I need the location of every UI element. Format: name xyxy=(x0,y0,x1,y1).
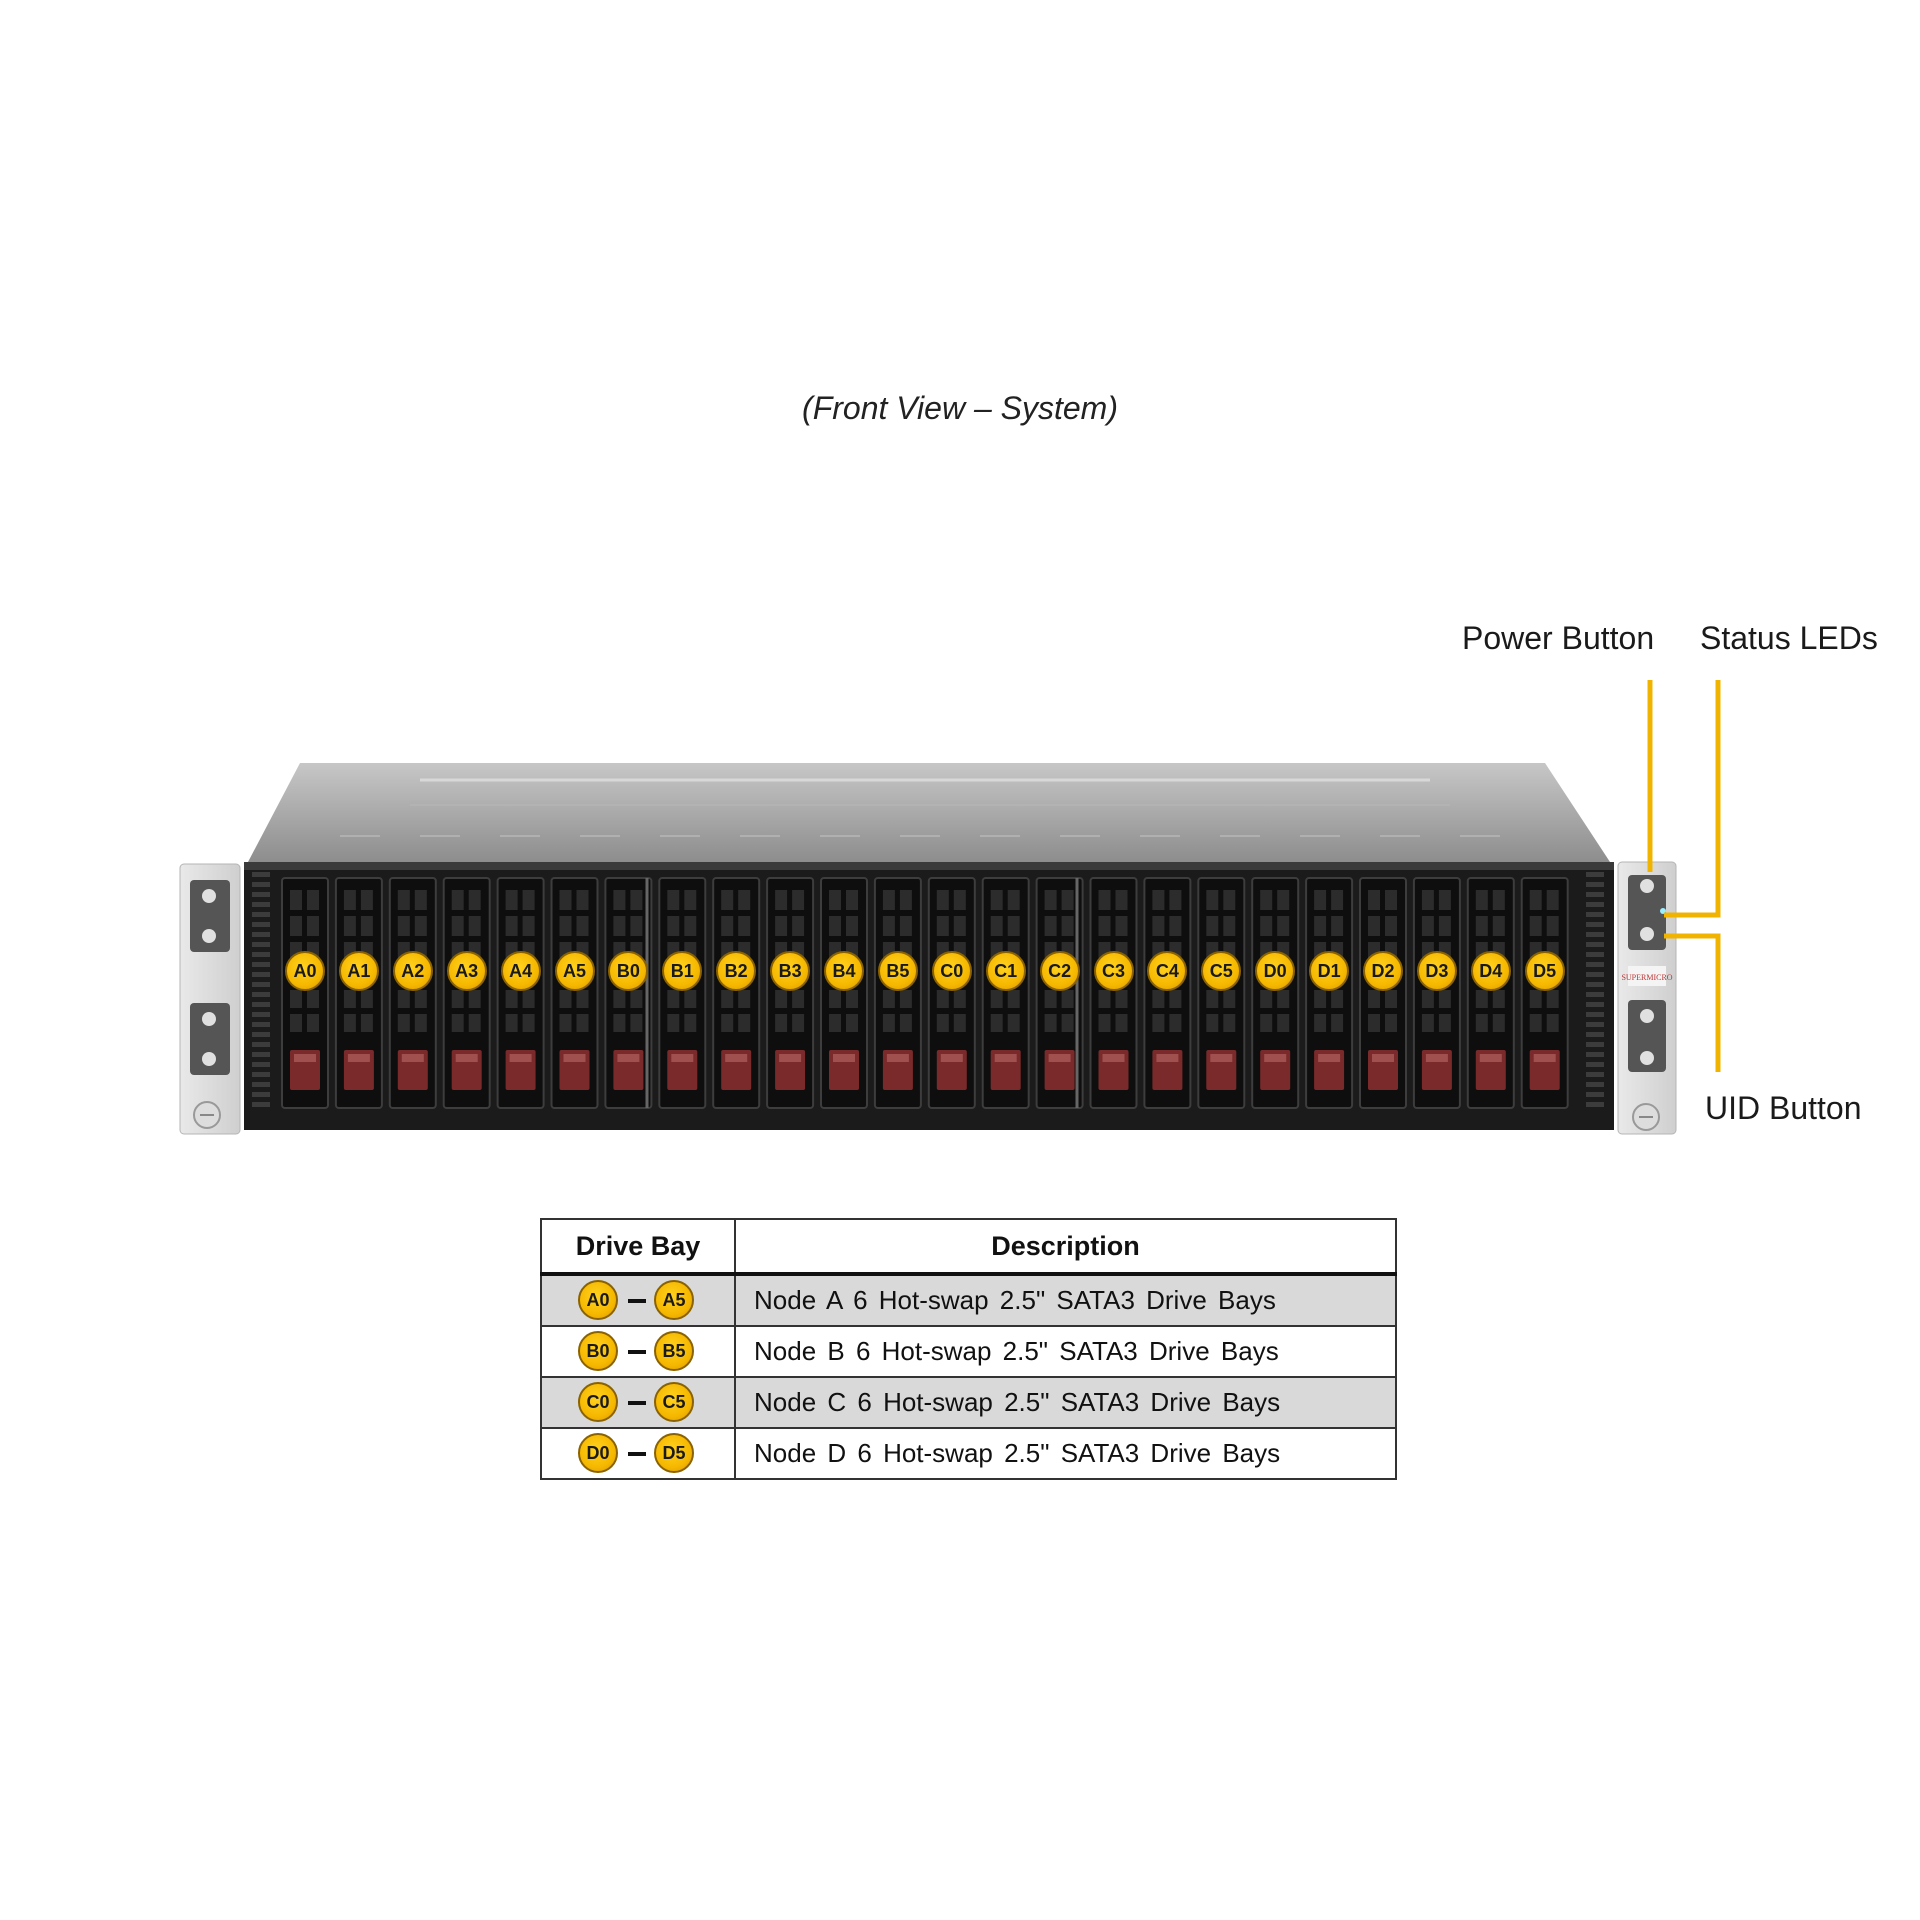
drive-carrier[interactable] xyxy=(442,877,491,1109)
header-drive-bay: Drive Bay xyxy=(540,1218,736,1276)
bay-label-d1: D1 xyxy=(1309,951,1350,991)
drive-carrier[interactable] xyxy=(1089,877,1138,1109)
drive-carrier[interactable] xyxy=(281,877,329,1109)
bay-range: B0 B5 xyxy=(542,1327,732,1376)
uid-button-line xyxy=(1664,933,1721,1072)
callout-lines xyxy=(1647,680,1721,1072)
drive-carrier[interactable] xyxy=(1412,877,1461,1109)
bay-label-c2: C2 xyxy=(1039,951,1080,991)
drive-carrier[interactable] xyxy=(388,877,437,1109)
bay-label-b2: B2 xyxy=(716,951,757,991)
bay-label-d2: D2 xyxy=(1363,951,1403,991)
drive-carrier[interactable] xyxy=(820,877,868,1109)
bay-badge: C0 xyxy=(578,1382,618,1422)
bay-badge: A0 xyxy=(578,1280,618,1320)
drive-carrier[interactable] xyxy=(1251,877,1300,1109)
bay-label-b5: B5 xyxy=(877,951,918,991)
table-row: B0 B5 Node B 6 Hot-swap 2.5" SATA3 Drive… xyxy=(540,1325,1397,1378)
drive-carrier[interactable] xyxy=(604,877,653,1109)
bay-label-a5: A5 xyxy=(554,951,595,991)
drive-carrier[interactable] xyxy=(1143,877,1192,1109)
bay-label-b4: B4 xyxy=(824,951,864,991)
bay-badge: D0 xyxy=(578,1433,618,1473)
drive-carrier[interactable] xyxy=(1305,877,1354,1109)
drive-carrier[interactable] xyxy=(658,877,707,1109)
bay-badge: C5 xyxy=(654,1382,694,1422)
drive-carrier[interactable] xyxy=(873,877,922,1109)
status-leds-line xyxy=(1664,680,1721,918)
left-vent xyxy=(252,872,270,1107)
drive-carrier[interactable] xyxy=(1359,877,1407,1109)
right-rack-ear: SUPERMICRO xyxy=(1617,861,1677,1135)
power-button-callout: Power Button xyxy=(1462,620,1655,656)
drive-carrier[interactable] xyxy=(334,877,383,1109)
bay-label-a4: A4 xyxy=(500,951,541,991)
status-leds-callout: Status LEDs xyxy=(1700,620,1878,656)
bay-label-d4: D4 xyxy=(1470,951,1511,991)
table-row: D0 D5 Node D 6 Hot-swap 2.5" SATA3 Drive… xyxy=(540,1427,1397,1480)
table-row: C0 C5 Node C 6 Hot-swap 2.5" SATA3 Drive… xyxy=(540,1376,1397,1429)
supermicro-logo xyxy=(1628,966,1666,986)
bay-label-c4: C4 xyxy=(1147,951,1188,991)
drive-carrier[interactable] xyxy=(712,877,761,1109)
bay-label-d0: D0 xyxy=(1255,951,1296,991)
bay-label-b1: B1 xyxy=(662,951,703,991)
bay-badge: A5 xyxy=(654,1280,694,1320)
drive-bay-table: Drive Bay Description A0 A5 Node A 6 Hot… xyxy=(540,1218,1397,1480)
bay-badge: B5 xyxy=(654,1331,694,1371)
bay-label-a0: A0 xyxy=(285,951,325,991)
svg-text:SUPERMICRO: SUPERMICRO xyxy=(1621,973,1672,982)
row-description: Node C 6 Hot-swap 2.5" SATA3 Drive Bays xyxy=(734,1376,1397,1429)
left-rack-ear xyxy=(179,863,241,1135)
bay-label-c3: C3 xyxy=(1093,951,1134,991)
power-button-icon xyxy=(1640,879,1654,893)
drive-carrier[interactable] xyxy=(766,877,815,1109)
bay-label-d3: D3 xyxy=(1416,951,1457,991)
bay-badge: B0 xyxy=(578,1331,618,1371)
drive-carrier[interactable] xyxy=(1197,877,1246,1109)
row-description: Node A 6 Hot-swap 2.5" SATA3 Drive Bays xyxy=(734,1273,1397,1327)
right-vent xyxy=(1586,872,1604,1107)
table-row: A0 A5 Node A 6 Hot-swap 2.5" SATA3 Drive… xyxy=(540,1273,1397,1327)
header-description: Description xyxy=(734,1218,1397,1276)
bay-badge: D5 xyxy=(654,1433,694,1473)
drive-bays xyxy=(281,877,1569,1109)
bay-label-a1: A1 xyxy=(338,951,379,991)
uid-button-callout: UID Button xyxy=(1705,1090,1862,1126)
uid-button-icon xyxy=(1640,927,1654,941)
figure-caption: (Front View – System) xyxy=(802,390,1118,426)
bay-label-b3: B3 xyxy=(770,951,811,991)
bay-label-c0: C0 xyxy=(931,951,972,991)
bay-label-b0: B0 xyxy=(608,951,649,991)
drive-carrier[interactable] xyxy=(1466,877,1515,1109)
row-description: Node D 6 Hot-swap 2.5" SATA3 Drive Bays xyxy=(734,1427,1397,1480)
bay-label-d5: D5 xyxy=(1524,951,1565,991)
row-description: Node B 6 Hot-swap 2.5" SATA3 Drive Bays xyxy=(734,1325,1397,1378)
drive-carrier[interactable] xyxy=(927,877,976,1109)
bay-range: D0 D5 xyxy=(542,1429,732,1478)
bay-range: C0 C5 xyxy=(542,1378,732,1427)
drive-carrier[interactable] xyxy=(1520,877,1569,1109)
drive-carrier[interactable] xyxy=(981,877,1030,1109)
drive-carrier[interactable] xyxy=(550,877,599,1109)
drive-carrier[interactable] xyxy=(496,877,545,1109)
bay-label-c5: C5 xyxy=(1201,951,1242,991)
bay-label-c1: C1 xyxy=(985,951,1026,991)
bay-range: A0 A5 xyxy=(542,1276,732,1325)
chassis-top-cover xyxy=(248,763,1610,862)
bay-label-a3: A3 xyxy=(446,951,487,991)
left-power-button-icon xyxy=(202,889,216,903)
bay-label-a2: A2 xyxy=(392,951,433,991)
